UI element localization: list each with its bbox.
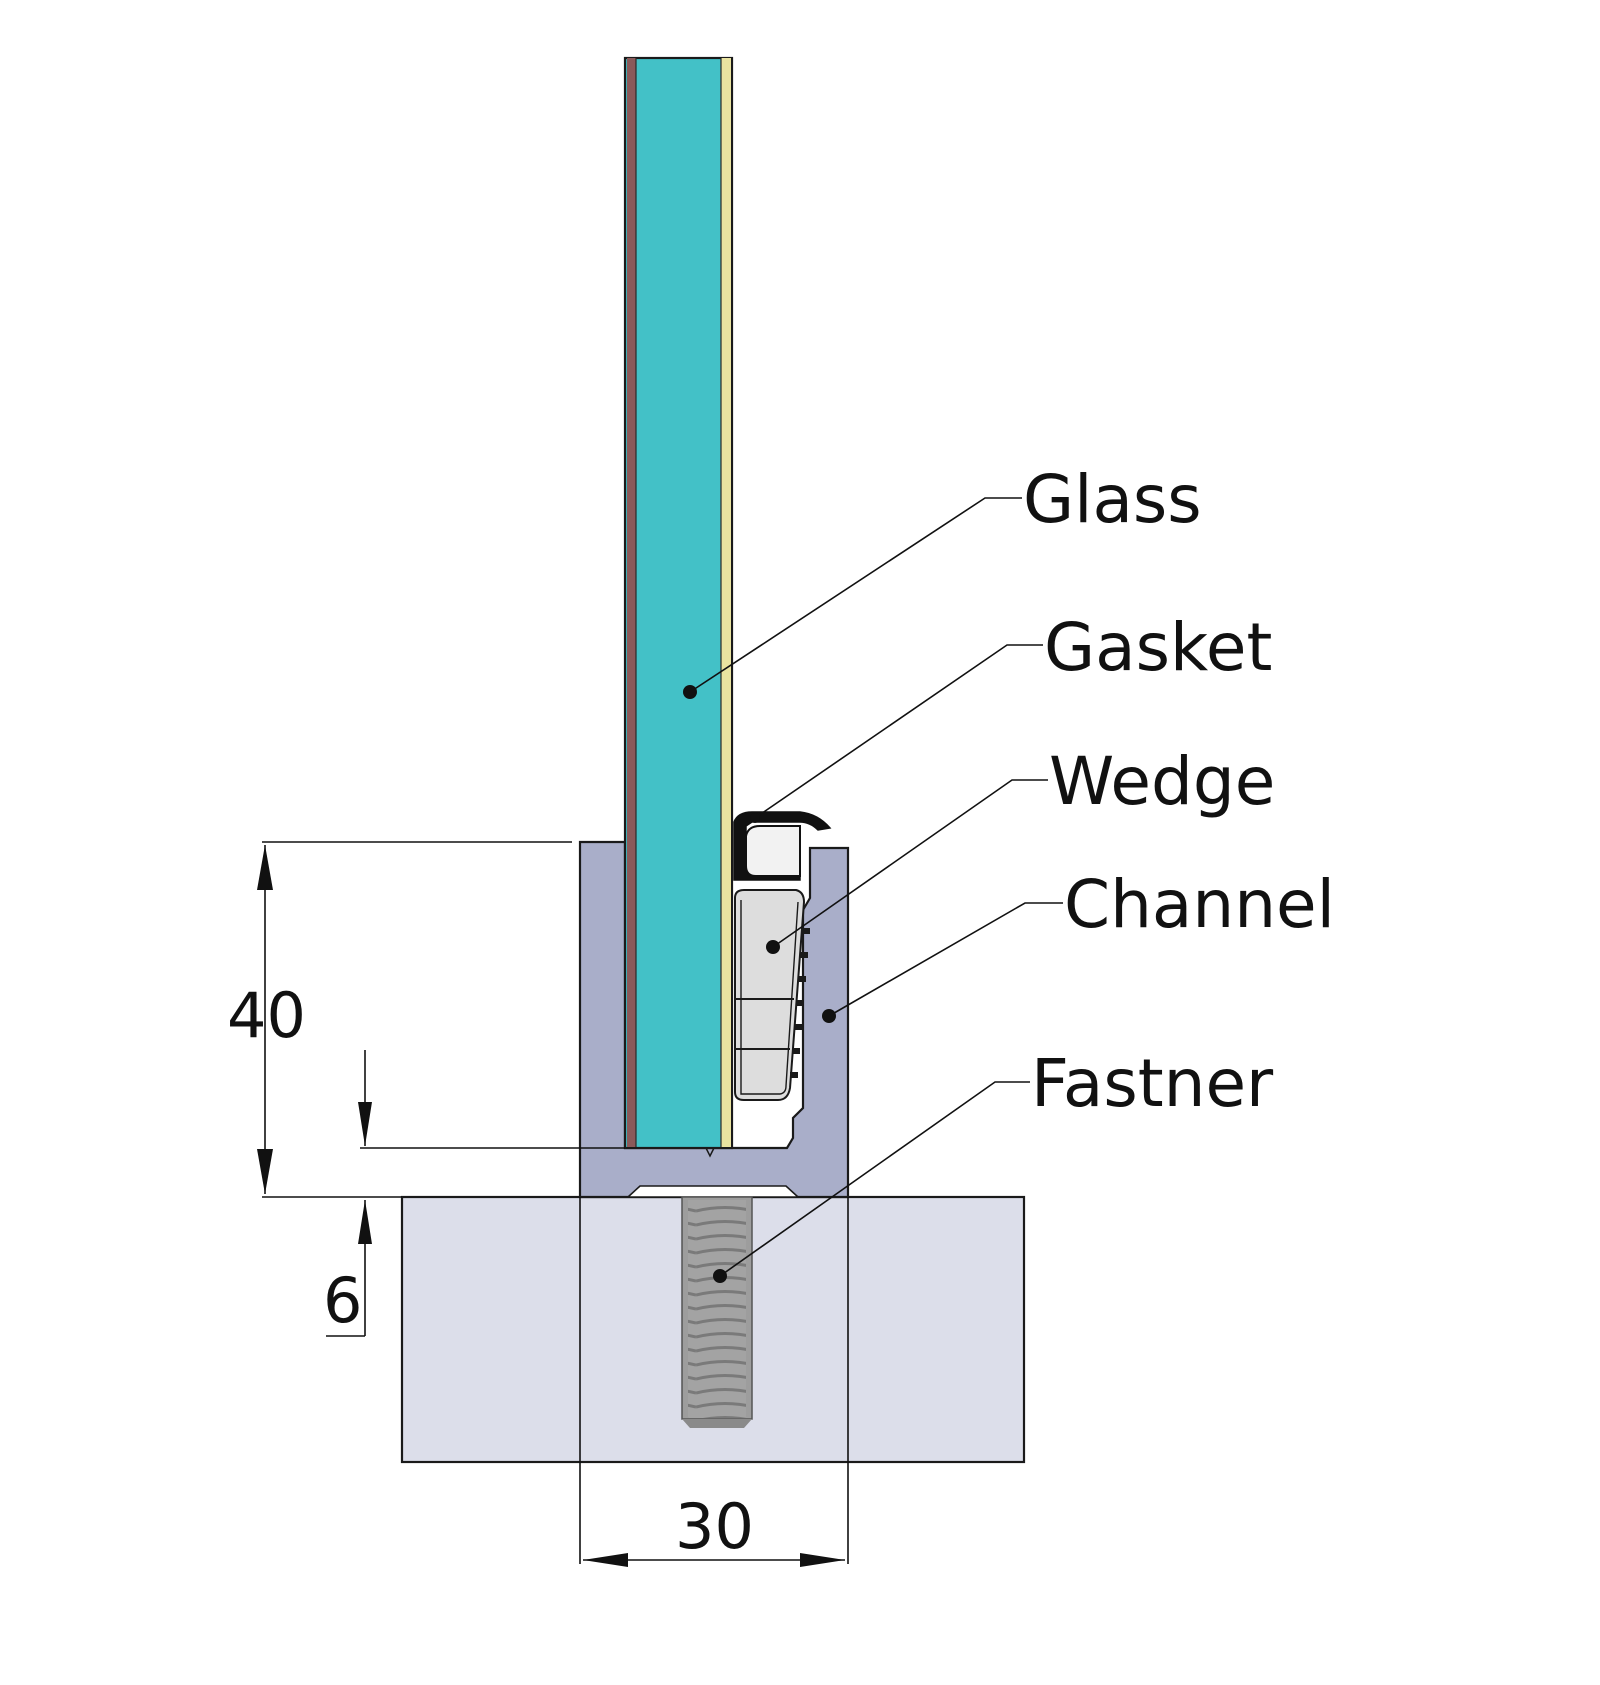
label-wedge: Wedge (1049, 743, 1275, 820)
fastener (681, 1196, 753, 1428)
label-channel: Channel (1064, 866, 1335, 943)
dimension-40: 40 (227, 841, 572, 1198)
glass-edge-left (627, 58, 636, 1148)
channel-slot (625, 1185, 801, 1198)
dimension-6: 6 (323, 1200, 372, 1337)
dimension-30: 30 (579, 1197, 849, 1567)
dimension-label-40: 40 (227, 979, 306, 1052)
label-gasket: Gasket (1044, 609, 1272, 686)
label-fastener: Fastner (1031, 1045, 1274, 1122)
wedge (734, 889, 806, 1101)
glass-edge-right (721, 58, 731, 1148)
dimension-label-6: 6 (323, 1264, 362, 1337)
wedge-teeth (790, 928, 810, 1078)
dimension-label-30: 30 (675, 1490, 754, 1563)
label-glass: Glass (1023, 461, 1202, 538)
leader-lines (689, 497, 1063, 1277)
glass-panel (623, 56, 734, 1150)
dimension-inner-depth (358, 1050, 625, 1149)
leader-dots (683, 685, 836, 1283)
